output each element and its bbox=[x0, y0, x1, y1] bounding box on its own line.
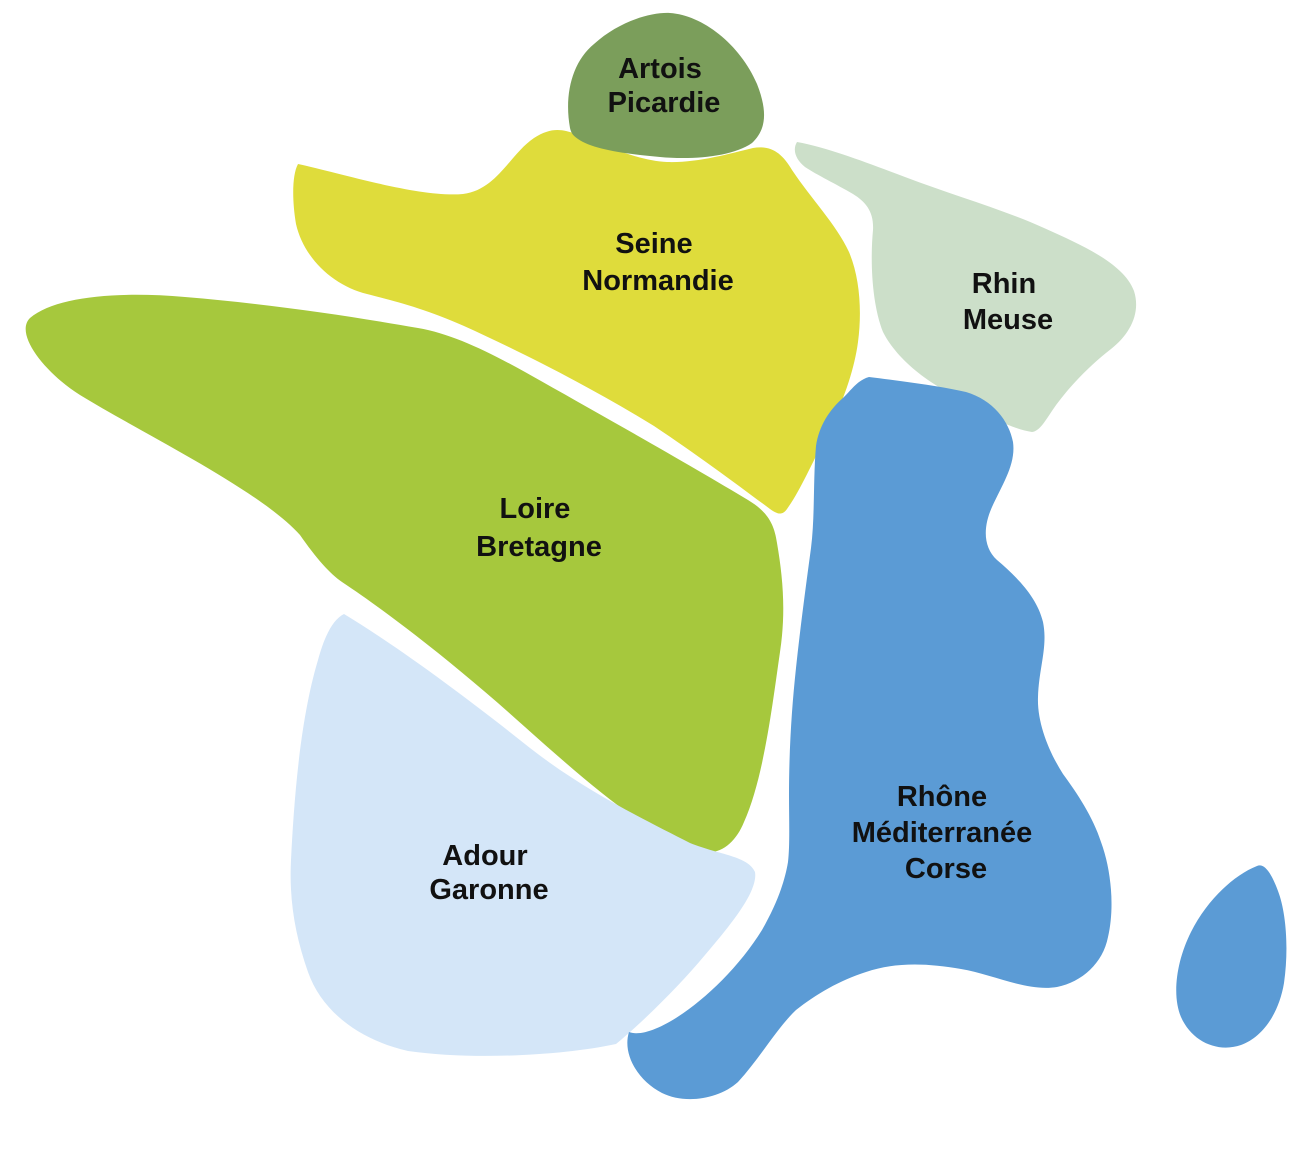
region-shape-adour-garonne bbox=[290, 614, 756, 1056]
region-label-adour-garonne: Adour Garonne bbox=[429, 840, 548, 906]
region-shape-corse-island bbox=[1176, 865, 1287, 1048]
region-label-line: Adour bbox=[442, 840, 527, 872]
region-label-rhin-meuse: Rhin Meuse bbox=[963, 268, 1053, 336]
region-group-rhin-meuse: Rhin Meuse bbox=[794, 142, 1137, 432]
region-label-artois-picardie: Artois Picardie bbox=[608, 53, 721, 119]
region-label-line: Meuse bbox=[963, 304, 1053, 336]
region-label-seine-normandie: Seine Normandie bbox=[582, 228, 733, 297]
region-label-line: Garonne bbox=[429, 874, 548, 906]
region-label-line: Bretagne bbox=[476, 531, 602, 563]
region-label-line: Artois bbox=[618, 53, 702, 85]
region-label-loire-bretagne: Loire Bretagne bbox=[476, 493, 602, 563]
region-label-line: Rhin bbox=[972, 268, 1036, 300]
region-group-seine-normandie: Seine Normandie bbox=[293, 129, 860, 514]
region-label-line: Picardie bbox=[608, 87, 721, 119]
region-shape-artois-picardie bbox=[568, 12, 765, 159]
region-shape-loire-bretagne bbox=[25, 294, 784, 853]
region-group-adour-garonne: Adour Garonne bbox=[290, 614, 756, 1056]
region-shape-rhone-mediterranee-corse bbox=[627, 377, 1112, 1100]
region-label-rhone-mediterranee-corse: Rhône Méditerranée Corse bbox=[852, 781, 1041, 885]
region-shape-rhin-meuse bbox=[794, 142, 1137, 432]
region-label-line: Méditerranée bbox=[852, 817, 1033, 849]
region-label-line: Seine bbox=[615, 228, 692, 260]
region-label-line: Normandie bbox=[582, 265, 733, 297]
region-group-artois-picardie: Artois Picardie bbox=[568, 12, 765, 159]
region-label-line: Rhône bbox=[897, 781, 987, 813]
region-shape-seine-normandie bbox=[293, 129, 860, 514]
region-label-line: Loire bbox=[500, 493, 571, 525]
region-label-line: Corse bbox=[905, 853, 987, 885]
region-group-loire-bretagne: Loire Bretagne bbox=[25, 294, 784, 853]
region-group-rhone-mediterranee-corse: Rhône Méditerranée Corse bbox=[627, 377, 1287, 1100]
